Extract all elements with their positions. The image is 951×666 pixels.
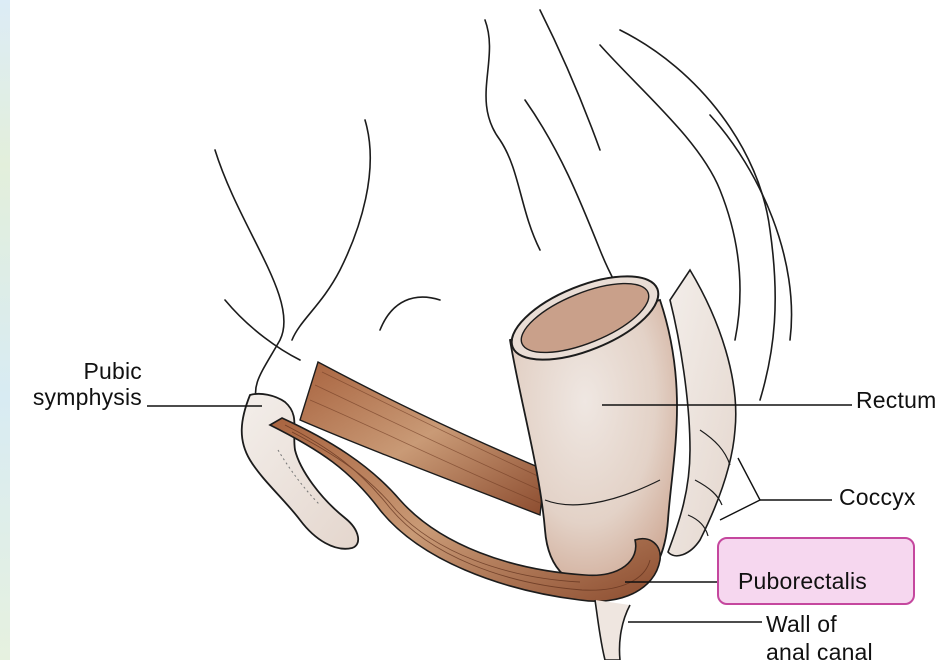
label-pubic-line1: Pubic: [22, 358, 142, 384]
label-pubic-line2: symphysis: [22, 384, 142, 410]
levator-band: [300, 362, 545, 515]
label-puborectalis: Puborectalis: [738, 568, 867, 594]
anal-canal: [595, 600, 630, 660]
label-wall-line1: Wall of: [766, 610, 873, 638]
label-wall-of-anal-canal: Wall of anal canal: [766, 610, 873, 666]
label-coccyx: Coccyx: [839, 484, 916, 510]
label-pubic-symphysis: Pubic symphysis: [22, 358, 142, 410]
label-rectum: Rectum: [856, 387, 936, 413]
sacrum-coccyx: [668, 270, 736, 556]
label-wall-line2: anal canal: [766, 638, 873, 666]
